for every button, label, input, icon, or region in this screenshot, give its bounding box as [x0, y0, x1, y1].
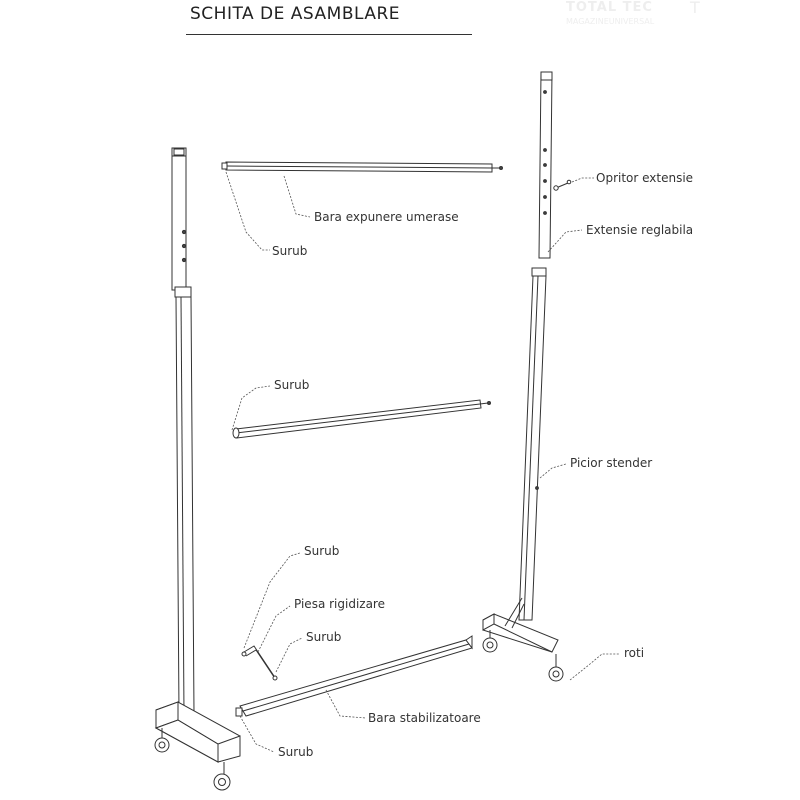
right-leg — [518, 267, 547, 621]
watermark-mark: T — [690, 0, 700, 17]
label-surub-mid: Surub — [274, 378, 309, 392]
top-hanging-bar — [221, 161, 503, 173]
leader-surub-low2 — [275, 637, 303, 673]
label-surub-bottom: Surub — [278, 745, 313, 759]
right-extension — [538, 71, 553, 259]
extension-stopper — [553, 179, 572, 191]
middle-bar — [232, 399, 491, 439]
leader-surub-top — [225, 171, 270, 251]
stabilizer-bar — [235, 635, 473, 717]
label-roti: roti — [624, 646, 644, 660]
label-bara-expunere: Bara expunere umerase — [314, 210, 459, 224]
right-wheel-2 — [548, 654, 564, 682]
leader-bara-expunere — [283, 175, 311, 218]
left-leg — [174, 286, 195, 715]
leader-piesa — [257, 605, 291, 653]
label-bara-stab: Bara stabilizatoare — [368, 711, 481, 725]
leader-surub-mid — [231, 385, 271, 431]
right-wheel-1 — [482, 630, 498, 653]
label-surub-low2: Surub — [306, 630, 341, 644]
label-piesa: Piesa rigidizare — [294, 597, 385, 611]
label-extensie: Extensie reglabila — [586, 223, 693, 237]
leader-surub-bottom — [239, 715, 275, 753]
leader-picior — [539, 463, 567, 479]
page-title: SCHITA DE ASAMBLARE — [190, 4, 401, 24]
label-picior: Picior stender — [570, 456, 652, 470]
label-surub-low1: Surub — [304, 544, 339, 558]
leader-surub-low1 — [243, 552, 301, 649]
leader-roti — [569, 653, 620, 681]
right-foot-base — [482, 597, 559, 653]
leader-bara-stab — [325, 689, 367, 719]
left-wheel-2 — [213, 762, 231, 791]
left-wheel-1 — [154, 728, 170, 753]
stiffening-piece — [241, 645, 278, 681]
watermark-text: TOTAL TEC — [566, 0, 653, 15]
left-foot-base — [154, 701, 241, 763]
leader-extensie — [547, 229, 583, 253]
left-extension — [171, 147, 187, 291]
label-opritor: Opritor extensie — [596, 171, 693, 185]
title-underline — [186, 34, 472, 35]
watermark-subtext: MAGAZINEUNIVERSAL — [566, 17, 655, 26]
label-surub-top: Surub — [272, 244, 307, 258]
leader-opritor — [571, 177, 594, 183]
